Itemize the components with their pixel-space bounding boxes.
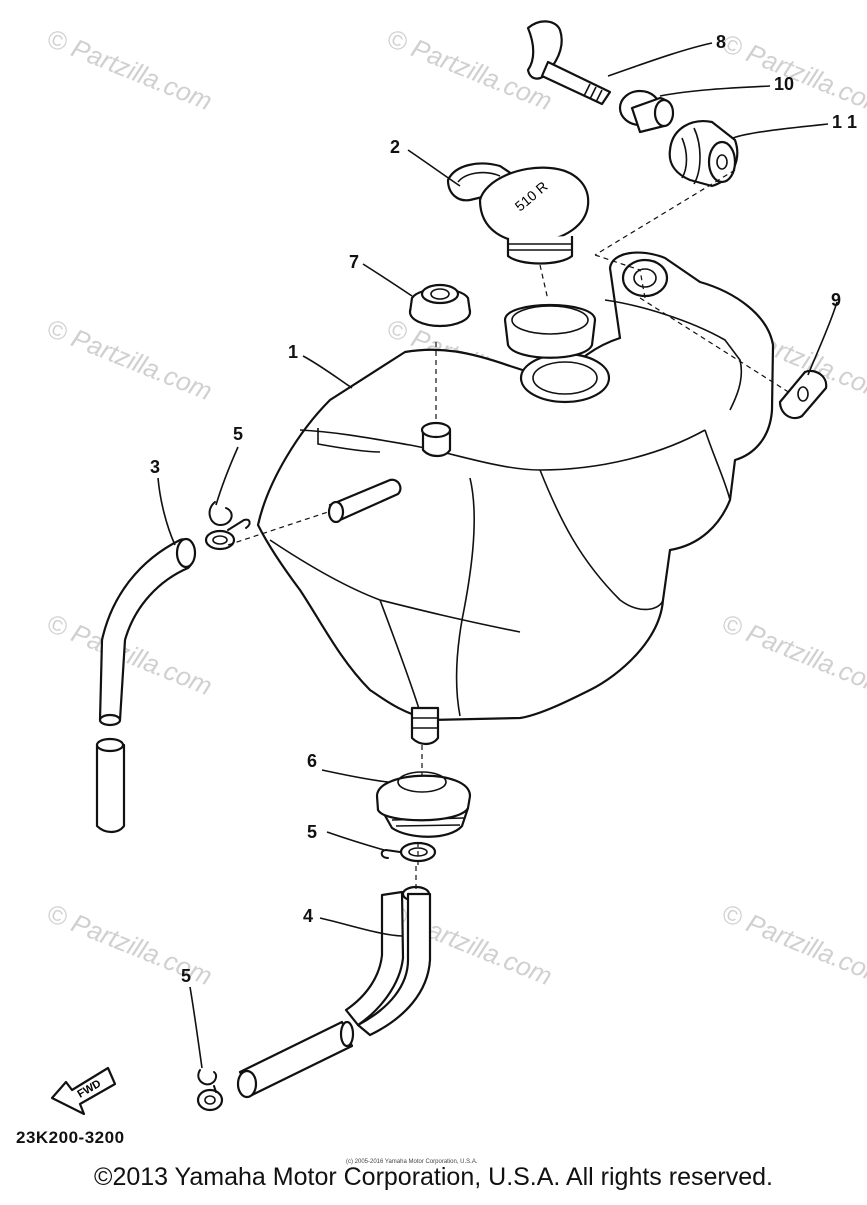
hose-part-4 [236, 885, 432, 1099]
watermark-text: © Partzilla.com [43, 23, 217, 116]
copyright-notice: ©2013 Yamaha Motor Corporation, U.S.A. A… [94, 1163, 773, 1191]
callout-5-lower: 5 [181, 966, 191, 986]
callout-1: 1 [288, 342, 298, 362]
callout-2: 2 [390, 137, 400, 157]
grommet-part-7 [408, 283, 472, 328]
callout-4: 4 [303, 906, 313, 926]
watermark-text: © Partzilla.com [718, 608, 867, 701]
diagram-code: 23K200-3200 [16, 1128, 125, 1147]
filler-neck-seal [503, 303, 597, 359]
washer-part-9 [778, 369, 828, 420]
clip-part-5-upper [204, 501, 251, 551]
watermark-text: © Partzilla.com [718, 898, 867, 991]
callout-3: 3 [150, 457, 160, 477]
callout-8: 8 [716, 32, 726, 52]
clip-part-5-middle [380, 841, 437, 863]
assembly-lines [227, 169, 791, 890]
wing-bolt-part-8 [526, 20, 612, 106]
callouts: 1 2 3 4 5 5 5 6 7 8 9 10 11 [150, 32, 863, 986]
watermark-text: © Partzilla.com [43, 313, 217, 406]
tiny-copyright: (c) 2005-2016 Yamaha Motor Corporation, … [346, 1159, 478, 1165]
damper-part-11 [668, 120, 739, 188]
hose-part-3 [95, 537, 197, 834]
callout-5-middle: 5 [307, 822, 317, 842]
filler-cap-part-2: 510 R [446, 162, 590, 265]
outlet-cap-part-6 [375, 771, 472, 838]
callout-9: 9 [831, 290, 841, 310]
callout-11: 11 [832, 112, 863, 132]
fwd-arrow-icon: FWD [50, 1066, 117, 1116]
callout-6: 6 [307, 751, 317, 771]
callout-5-upper: 5 [233, 424, 243, 444]
collar-part-10 [618, 89, 675, 134]
callout-7: 7 [349, 252, 359, 272]
oil-tank-part-1 [256, 251, 775, 746]
leader-lines [157, 42, 838, 1069]
clip-part-5-lower [196, 1069, 224, 1112]
callout-10: 10 [774, 74, 794, 94]
